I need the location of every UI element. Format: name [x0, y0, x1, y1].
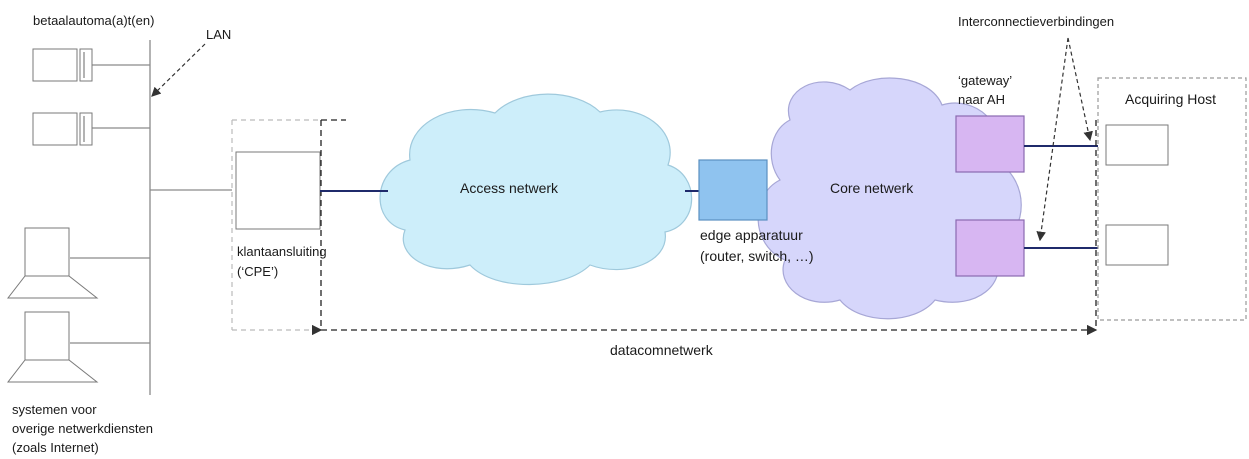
lan-label: LAN [206, 27, 231, 42]
lan-section: betaalautoma(a)t(en) LAN systemen voor o… [6, 13, 232, 455]
cpe-label-line2: (‘CPE’) [237, 264, 278, 279]
access-network-label: Access netwerk [460, 180, 559, 196]
cpe-label-line1: klantaansluiting [237, 244, 327, 259]
gateway-label-line1: ‘gateway’ [958, 73, 1012, 88]
gateway-label-line2: naar AH [958, 92, 1005, 107]
gateway-2 [955, 219, 1025, 277]
payment-terminals-label: betaalautoma(a)t(en) [33, 13, 154, 28]
acquiring-host-box [1097, 77, 1247, 321]
edge-label-line1: edge apparatuur [700, 227, 803, 243]
computer-1 [6, 227, 99, 299]
gateway-1 [955, 115, 1025, 173]
edge-label-line2: (router, switch, …) [700, 248, 814, 264]
interconnect-arrow-1 [1067, 37, 1093, 142]
core-network-label: Core netwerk [830, 180, 914, 196]
interconnect-arrow-2 [1036, 37, 1069, 242]
edge-device [698, 159, 768, 221]
host-server-2 [1105, 224, 1169, 266]
core-network-cloud [757, 77, 1022, 320]
host-server-1 [1105, 124, 1169, 166]
lan-arrow [151, 43, 206, 97]
interconnect-label: Interconnectieverbindingen [958, 14, 1114, 29]
access-network-cloud [379, 93, 693, 286]
datacom-label: datacomnetwerk [610, 342, 714, 358]
acquiring-host-label: Acquiring Host [1125, 91, 1216, 107]
payment-terminal-1 [32, 48, 93, 82]
other-systems-label-line2: overige netwerkdiensten [12, 421, 153, 436]
other-systems-label-line1: systemen voor [12, 402, 97, 417]
payment-terminal-2 [32, 112, 93, 146]
cpe-section: klantaansluiting (‘CPE’) [231, 119, 327, 330]
computer-2 [6, 311, 99, 383]
other-systems-label-line3: (zoals Internet) [12, 440, 99, 455]
cpe-device [235, 151, 321, 230]
